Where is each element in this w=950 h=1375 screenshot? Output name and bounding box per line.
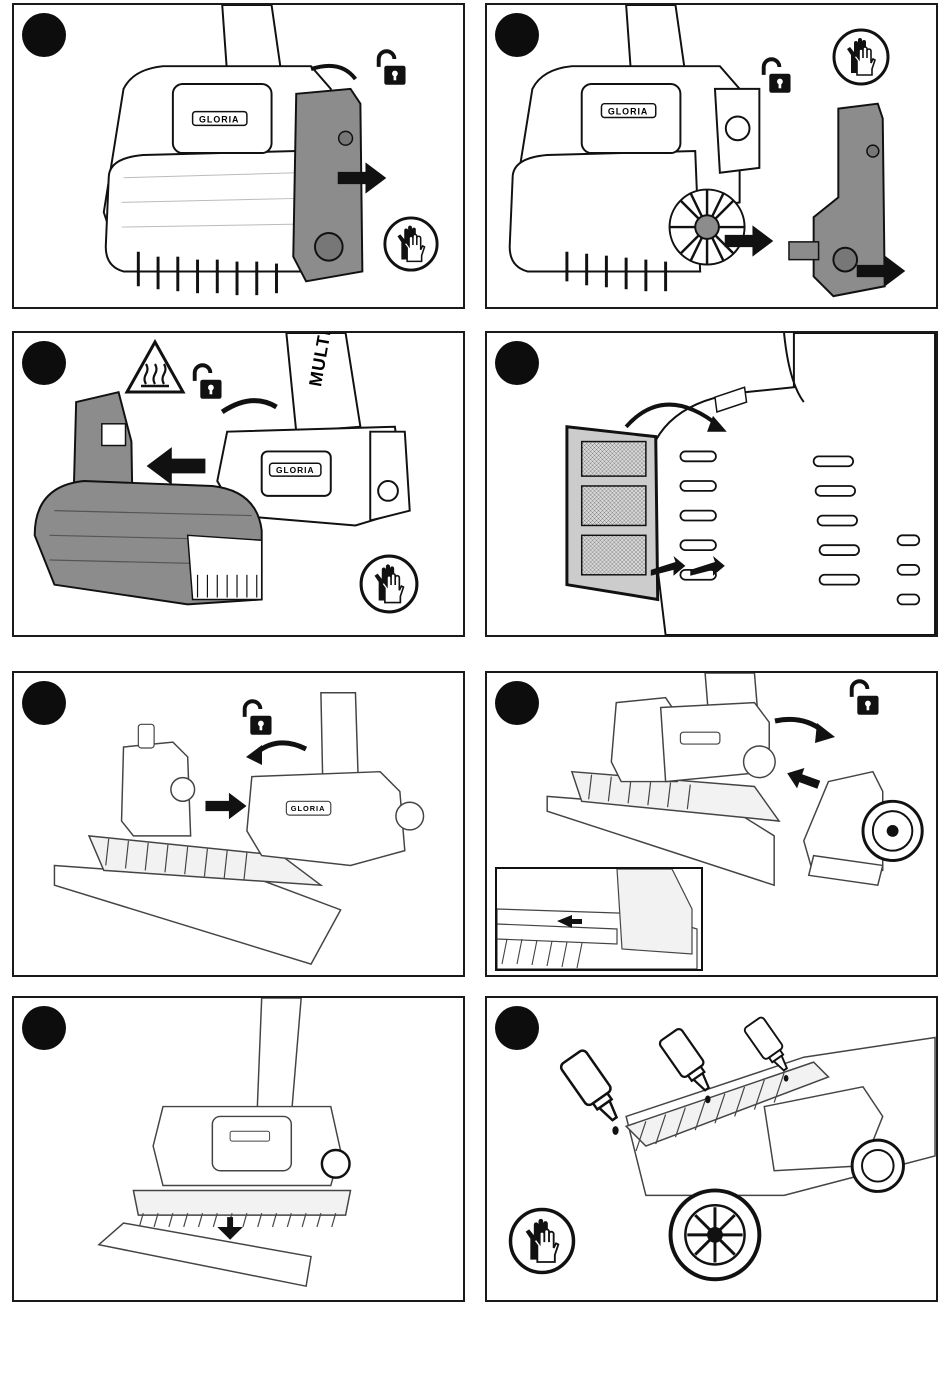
detail-inset bbox=[495, 867, 703, 971]
step-number-badge bbox=[22, 1006, 66, 1050]
oil-bottle-icon bbox=[553, 1038, 633, 1138]
step-number-badge bbox=[495, 681, 539, 725]
panel-4-remove-filter bbox=[485, 331, 938, 637]
rotate-arrow-icon bbox=[242, 735, 308, 769]
gloves-icon bbox=[831, 27, 891, 87]
unlock-icon bbox=[240, 699, 274, 737]
gloves-icon bbox=[507, 1206, 577, 1276]
arrow-right-icon bbox=[855, 253, 907, 289]
brand-label: GLORIA bbox=[608, 107, 648, 117]
oil-bottle-icon bbox=[739, 1008, 799, 1084]
detail-inset-illustration bbox=[497, 869, 701, 969]
gloves-icon bbox=[382, 215, 440, 273]
panel-3-remove-housing: MULTI GLORIA bbox=[12, 331, 465, 637]
panel-8-lubricate-wheels bbox=[485, 996, 938, 1302]
step-number-badge bbox=[495, 1006, 539, 1050]
brand-label: GLORIA bbox=[291, 804, 326, 813]
panel-1-remove-side-cover: GLORIA bbox=[12, 3, 465, 309]
step-number-badge bbox=[22, 13, 66, 57]
unlock-icon bbox=[374, 49, 408, 87]
unlock-icon bbox=[759, 57, 793, 95]
panel-2-remove-brush-roller: GLORIA bbox=[485, 3, 938, 309]
filter-removal-illustration bbox=[487, 333, 936, 635]
rotate-arrow-icon bbox=[773, 713, 839, 747]
unlock-icon bbox=[190, 363, 224, 401]
brand-label: GLORIA bbox=[276, 465, 315, 475]
brand-label: GLORIA bbox=[199, 114, 239, 124]
panel-6-attach-wheel-module bbox=[485, 671, 938, 977]
scraper-attach-illustration: GLORIA bbox=[14, 673, 463, 975]
hot-surface-warning-icon bbox=[124, 339, 186, 395]
step-number-badge bbox=[22, 341, 66, 385]
panel-5-attach-scraper-module: GLORIA bbox=[12, 671, 465, 977]
blade-removal-illustration bbox=[14, 998, 463, 1300]
oil-bottle-icon bbox=[653, 1018, 723, 1106]
step-number-badge bbox=[495, 13, 539, 57]
arrow-right-icon bbox=[723, 223, 775, 259]
unlock-icon bbox=[847, 679, 881, 717]
arrow-right-icon bbox=[204, 789, 248, 823]
step-number-badge bbox=[22, 681, 66, 725]
arrow-right-icon bbox=[336, 160, 388, 196]
step-number-badge bbox=[495, 341, 539, 385]
panel-7-remove-rubber-blade bbox=[12, 996, 465, 1302]
gloves-icon bbox=[358, 553, 420, 615]
arrow-left-icon bbox=[138, 445, 214, 487]
